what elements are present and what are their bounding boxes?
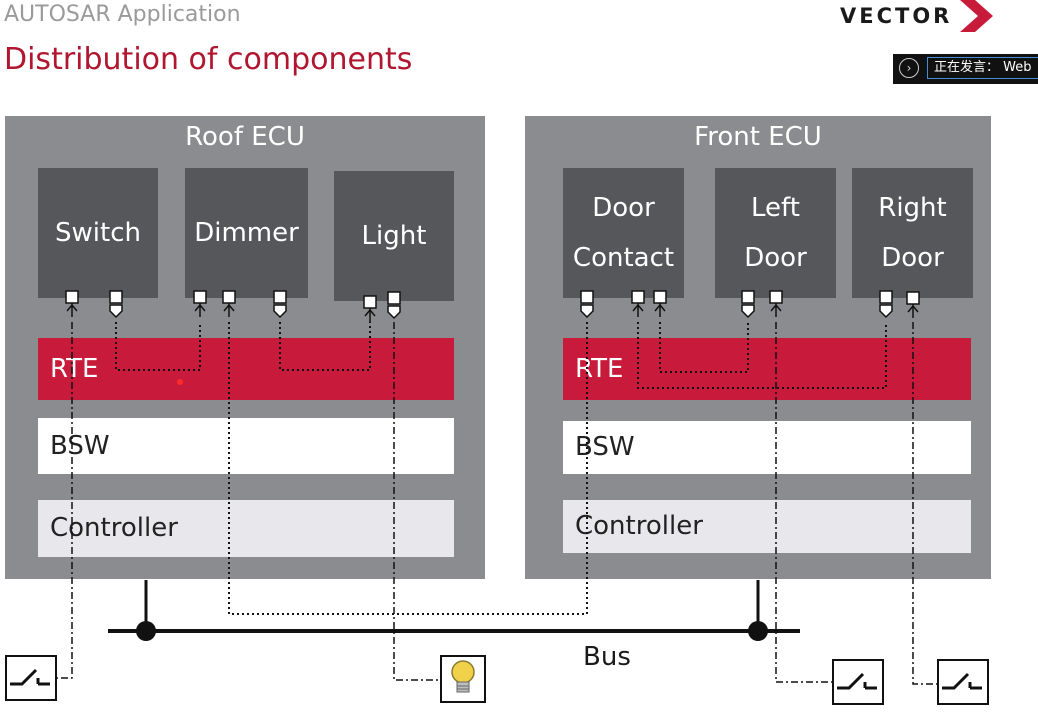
rte-connections (115, 322, 887, 615)
wire-roof-switch (56, 322, 73, 679)
speaker-label: 正在发言： Web (927, 57, 1038, 79)
port-sender-icon (273, 290, 287, 318)
port-receiver-icon (653, 290, 667, 318)
connection-dimmer-doorcontact (228, 322, 588, 615)
wire-roof-light (393, 322, 441, 681)
front-component-door-contact: Door Contact (563, 168, 684, 298)
port-receiver-icon (363, 295, 377, 323)
front-rte: RTE (563, 338, 971, 400)
chevron-right-icon[interactable]: › (899, 58, 919, 78)
port-receiver-icon (769, 290, 783, 318)
bus-node (136, 621, 156, 641)
roof-component-light: Light (334, 171, 454, 301)
connection-switch-dimmer (115, 322, 201, 371)
wire-right-door (912, 322, 938, 685)
roof-rte: RTE (38, 338, 454, 400)
connection-doorcontact-rightdoor (637, 322, 887, 389)
component-label-line2: Door (744, 243, 807, 273)
roof-component-dimmer: Dimmer (185, 168, 308, 298)
component-label: Dimmer (194, 218, 299, 248)
connection-doorcontact-leftdoor (659, 322, 749, 373)
roof-component-switch: Switch (38, 168, 158, 298)
port-sender-icon (109, 290, 123, 318)
front-component-right-door: Right Door (852, 168, 973, 298)
bus-label: Bus (583, 642, 631, 672)
component-label-line2: Door (881, 243, 944, 273)
vector-logo-text: VECTOR (840, 4, 953, 28)
port-receiver-icon (65, 290, 79, 318)
front-bsw: BSW (563, 421, 971, 474)
connection-dimmer-light (279, 322, 371, 371)
port-sender-icon (580, 290, 594, 318)
switch-icon (937, 659, 989, 705)
component-label-line2: Contact (572, 243, 675, 273)
port-receiver-icon (193, 290, 207, 318)
port-receiver-icon (906, 291, 920, 319)
slide-title: Distribution of components (4, 42, 413, 77)
component-label-line1: Door (592, 193, 655, 223)
roof-bsw: BSW (38, 418, 454, 474)
light-bulb-icon (440, 655, 486, 703)
component-label: Switch (55, 218, 141, 248)
port-sender-icon (387, 291, 401, 319)
component-label-line1: Right (878, 193, 947, 223)
speaker-banner: › 正在发言： Web (893, 54, 1038, 84)
switch-icon (5, 655, 57, 701)
bus (108, 580, 800, 641)
pointer-dot (177, 379, 183, 385)
bus-node (748, 621, 768, 641)
port-receiver-icon (631, 290, 645, 318)
front-ecu-title: Front ECU (694, 122, 822, 152)
port-sender-icon (741, 290, 755, 318)
roof-ecu-title: Roof ECU (185, 122, 305, 152)
switch-icon (832, 659, 884, 705)
port-sender-icon (879, 290, 893, 318)
port-receiver-icon (222, 290, 236, 318)
hardware-connections (56, 322, 938, 685)
front-component-left-door: Left Door (715, 168, 836, 298)
roof-controller: Controller (38, 500, 454, 557)
wire-left-door (775, 322, 833, 683)
front-controller: Controller (563, 500, 971, 553)
slide-subtitle: AUTOSAR Application (4, 2, 241, 27)
component-label-line1: Left (751, 193, 800, 223)
component-label: Light (361, 221, 427, 251)
